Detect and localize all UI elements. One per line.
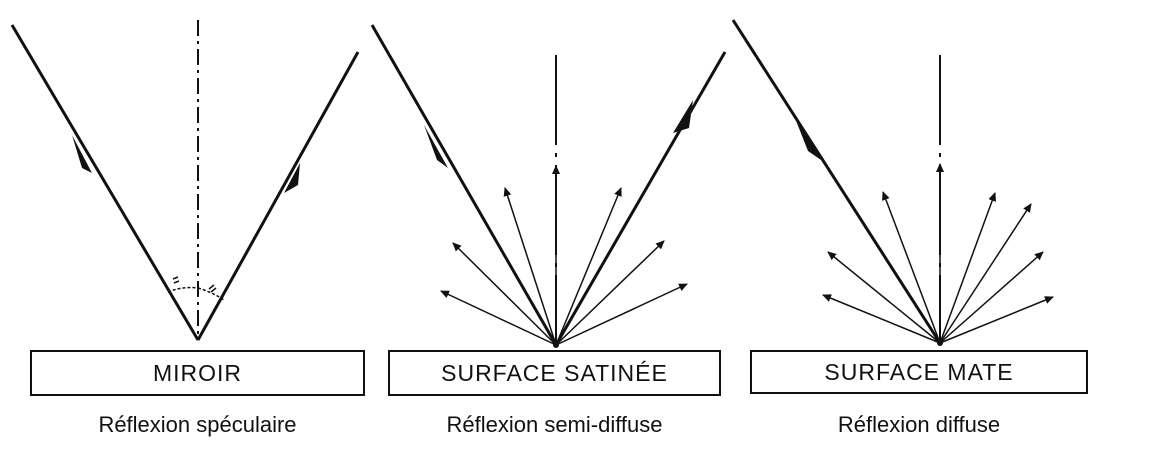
semi-diffuse-incident-arrowhead — [424, 125, 448, 168]
specular-equal-angle-mark-right — [208, 284, 217, 293]
semi-diffuse-ray-2 — [452, 242, 557, 346]
mirror-surface-box: MIROIR — [30, 350, 365, 396]
matte-surface-box: SURFACE MATE — [750, 350, 1088, 394]
semi-diffuse-ray-3 — [503, 187, 557, 346]
semi-diffuse-ray-6 — [555, 240, 665, 346]
specular-incident-arrowhead — [72, 135, 92, 173]
diffuse-ray-6 — [939, 203, 1032, 344]
specular-angle-arc-right — [197, 287, 225, 301]
satin-surface-box: SURFACE SATINÉE — [388, 350, 721, 396]
semi-diffuse-panel — [370, 24, 727, 348]
mirror-surface-label: MIROIR — [152, 359, 243, 386]
diffuse-incidence-point — [937, 340, 943, 346]
diffuse-ray-7 — [939, 251, 1044, 344]
semi-diffuse-incidence-point — [553, 342, 559, 348]
specular-equal-angle-mark-left — [172, 276, 180, 284]
semi-diffuse-ray-1 — [440, 290, 557, 346]
diffuse-reflection-caption: Réflexion diffuse — [837, 412, 1001, 437]
semi-diffuse-incident-ray — [370, 24, 558, 346]
specular-reflection-caption: Réflexion spéculaire — [98, 412, 297, 437]
diffuse-incident-arrowhead — [793, 113, 821, 160]
specular-reflected-ray — [196, 51, 360, 341]
semi-diffuse-ray-7 — [555, 283, 688, 346]
matte-surface-label: SURFACE MATE — [824, 358, 1014, 385]
semi-diffuse-reflection-caption: Réflexion semi-diffuse — [446, 412, 663, 437]
specular-reflected-arrowhead — [284, 163, 300, 193]
diffuse-incident-ray — [731, 19, 942, 344]
diffuse-ray-2 — [827, 251, 941, 344]
diffuse-ray-8 — [939, 296, 1054, 344]
specular-angle-arc-left — [167, 286, 199, 293]
diffuse-ray-3 — [882, 191, 941, 344]
specular-panel — [10, 20, 360, 341]
specular-incident-ray — [10, 24, 200, 341]
satin-surface-label: SURFACE SATINÉE — [441, 359, 668, 386]
diffuse-panel — [731, 19, 1054, 346]
semi-diffuse-main-reflected-ray — [554, 51, 727, 346]
diffuse-ray-5 — [939, 192, 997, 344]
semi-diffuse-main-reflected-arrowhead — [673, 100, 693, 133]
semi-diffuse-ray-5 — [555, 187, 622, 346]
diffuse-ray-1 — [822, 294, 941, 344]
